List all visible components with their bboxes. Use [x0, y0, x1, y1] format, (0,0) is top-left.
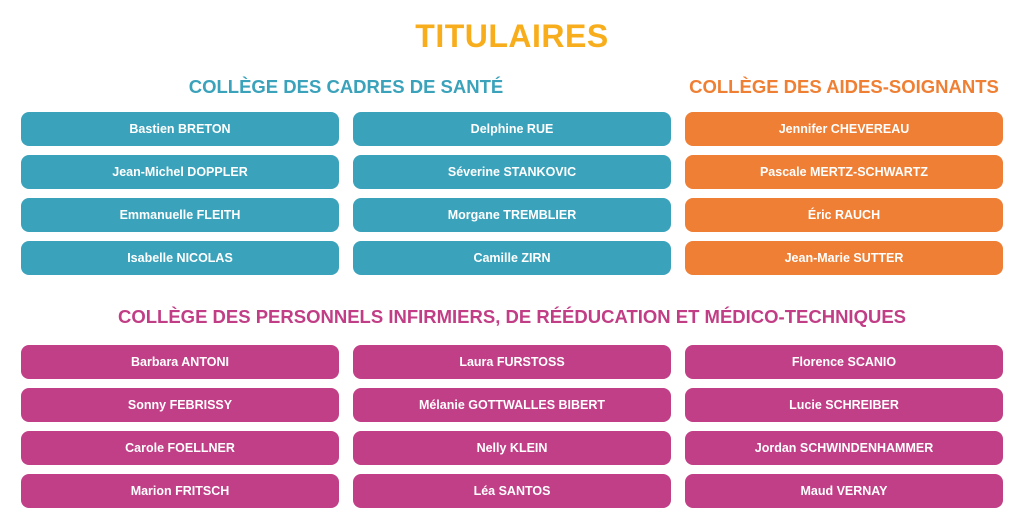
- member-card: Léa SANTOS: [353, 474, 671, 508]
- member-card: Séverine STANKOVIC: [353, 155, 671, 189]
- aides-heading: COLLÈGE DES AIDES-SOIGNANTS: [689, 76, 999, 97]
- member-card: Barbara ANTONI: [21, 345, 339, 379]
- member-card: Florence SCANIO: [685, 345, 1003, 379]
- member-card: Jordan SCHWINDENHAMMER: [685, 431, 1003, 465]
- member-card: Éric RAUCH: [685, 198, 1003, 232]
- member-card: Laura FURSTOSS: [353, 345, 671, 379]
- member-card: Nelly KLEIN: [353, 431, 671, 465]
- member-card: Emmanuelle FLEITH: [21, 198, 339, 232]
- page-title: TITULAIRES: [415, 18, 609, 54]
- member-card: Jennifer CHEVEREAU: [685, 112, 1003, 146]
- member-card: Jean-Marie SUTTER: [685, 241, 1003, 275]
- member-card: Isabelle NICOLAS: [21, 241, 339, 275]
- infirmiers-heading: COLLÈGE DES PERSONNELS INFIRMIERS, DE RÉ…: [117, 306, 907, 327]
- cadres-column-1: Bastien BRETON Jean-Michel DOPPLER Emman…: [21, 112, 339, 275]
- member-card: Mélanie GOTTWALLES BIBERT: [353, 388, 671, 422]
- member-card: Delphine RUE: [353, 112, 671, 146]
- member-card: Camille ZIRN: [353, 241, 671, 275]
- aides-column: Jennifer CHEVEREAU Pascale MERTZ-SCHWART…: [685, 112, 1003, 275]
- member-card: Carole FOELLNER: [21, 431, 339, 465]
- member-card: Sonny FEBRISSY: [21, 388, 339, 422]
- infirmiers-column-2: Laura FURSTOSS Mélanie GOTTWALLES BIBERT…: [353, 345, 671, 508]
- member-card: Bastien BRETON: [21, 112, 339, 146]
- member-card: Maud VERNAY: [685, 474, 1003, 508]
- member-card: Morgane TREMBLIER: [353, 198, 671, 232]
- member-card: Pascale MERTZ-SCHWARTZ: [685, 155, 1003, 189]
- member-card: Lucie SCHREIBER: [685, 388, 1003, 422]
- infirmiers-column-1: Barbara ANTONI Sonny FEBRISSY Carole FOE…: [21, 345, 339, 508]
- cadres-heading: COLLÈGE DES CADRES DE SANTÉ: [188, 76, 504, 97]
- cadres-column-2: Delphine RUE Séverine STANKOVIC Morgane …: [353, 112, 671, 275]
- member-card: Jean-Michel DOPPLER: [21, 155, 339, 189]
- infirmiers-column-3: Florence SCANIO Lucie SCHREIBER Jordan S…: [685, 345, 1003, 508]
- member-card: Marion FRITSCH: [21, 474, 339, 508]
